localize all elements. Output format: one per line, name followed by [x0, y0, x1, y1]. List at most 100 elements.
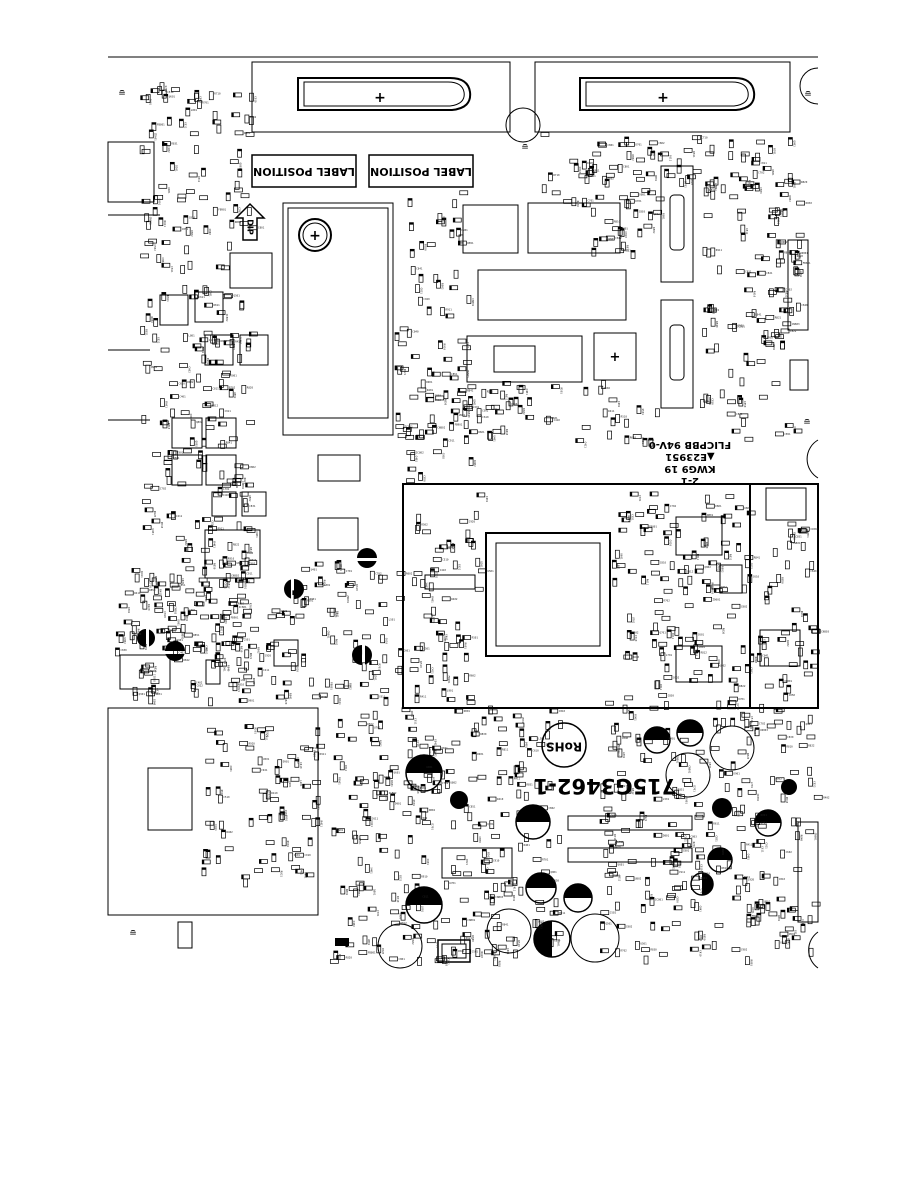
smd-pad-pair — [357, 856, 363, 866]
designator-label: C841 — [416, 266, 423, 270]
designator-label: C910 — [304, 853, 311, 857]
designator-label: R820 — [801, 180, 808, 184]
designator-label: Q501 — [480, 561, 484, 568]
smd-pad-pair — [202, 403, 212, 409]
smd-pad-pair — [673, 645, 683, 650]
chip-b — [527, 202, 621, 254]
smd-pad-pair — [367, 906, 377, 912]
smd-pad-pair — [629, 192, 639, 197]
designator-label: FB901 — [338, 777, 342, 785]
smd-pad-pair — [700, 538, 706, 548]
designator-label: D501 — [412, 800, 416, 807]
smd-pad-pair — [749, 721, 759, 726]
designator-label: U401 — [617, 750, 621, 757]
designator-label: C803 — [639, 210, 646, 214]
smd-pad-pair — [500, 390, 506, 400]
smd-pad-pair — [472, 911, 482, 917]
smd-pad-pair — [719, 587, 728, 593]
smd-pad-pair — [524, 833, 529, 842]
smd-pad-pair — [778, 250, 784, 260]
smd-pad-pair — [418, 273, 424, 283]
designator-label: R841 — [786, 938, 790, 945]
smd-pad-pair — [134, 573, 140, 583]
smd-pad-pair — [224, 293, 233, 299]
smd-pad-pair — [744, 726, 754, 732]
smd-pad-pair — [794, 250, 800, 260]
smd-pad-pair — [218, 379, 224, 388]
smd-pad-pair — [243, 503, 249, 513]
smd-pad-pair — [592, 164, 598, 173]
designator-label: C602 — [345, 684, 352, 688]
smd-pad-pair — [703, 596, 712, 602]
smd-pad-pair — [162, 645, 172, 651]
smd-pad-pair — [223, 340, 233, 346]
smd-pad-pair — [763, 657, 769, 667]
smd-pad-pair — [710, 190, 716, 200]
designator-label: D701 — [635, 142, 642, 146]
smd-pad-pair — [413, 933, 423, 939]
designator-label: C822 — [183, 122, 187, 129]
smd-pad-pair — [515, 764, 520, 774]
smd-pad-pair — [231, 641, 236, 651]
designator-label: C702 — [160, 486, 167, 490]
designator-label: C510 — [511, 402, 518, 406]
designator-label: C811 — [212, 387, 219, 391]
smd-pad-pair — [415, 525, 420, 534]
smd-pad-pair — [732, 522, 742, 528]
smd-pad-pair — [720, 184, 726, 194]
smd-pad-pair — [304, 596, 309, 606]
designator-label: C803 — [759, 187, 763, 194]
smd-pad-pair — [465, 538, 474, 543]
designator-label: IC801 — [239, 336, 243, 344]
designator-label: R402 — [451, 597, 458, 601]
smd-pad-pair — [513, 949, 518, 959]
smd-pad-pair — [768, 911, 778, 917]
designator-label: R601 — [755, 821, 759, 828]
designator-label: C831 — [708, 762, 712, 769]
smd-pad-pair — [491, 404, 500, 410]
smd-pad-pair — [774, 719, 783, 725]
smd-pad-pair — [275, 775, 281, 785]
smd-pad-pair — [474, 722, 479, 732]
smd-pad-pair — [228, 493, 238, 498]
smd-pad-pair — [413, 571, 423, 576]
designator-label: C411 — [513, 885, 517, 892]
designator-label: C411 — [263, 668, 270, 672]
smd-pad-pair — [665, 727, 671, 737]
smd-pad-pair — [658, 641, 668, 647]
svg-text:+: + — [657, 90, 669, 106]
smd-pad-pair — [237, 632, 246, 638]
designator-label: C801 — [258, 226, 265, 230]
designator-label: R812 — [701, 650, 708, 654]
smd-pad-pair — [409, 667, 419, 673]
smd-pad-pair — [441, 955, 447, 964]
designator-label: X401 — [369, 867, 373, 874]
designator-label: R920 — [153, 511, 157, 518]
smd-pad-pair — [528, 736, 538, 742]
designator-label: U801 — [185, 615, 189, 622]
designator-label: R410 — [235, 339, 242, 343]
smd-pad-pair — [651, 570, 660, 576]
smd-pad-pair — [378, 720, 383, 730]
smd-pad-pair — [708, 560, 718, 566]
smd-pad-pair — [385, 777, 391, 786]
smd-pad-pair — [161, 262, 171, 268]
designator-label: C841 — [127, 607, 131, 614]
smd-pad-pair — [153, 366, 163, 372]
designator-label: C830 — [244, 580, 251, 584]
smd-pad-pair — [439, 544, 448, 550]
smd-pad-pair — [759, 871, 765, 880]
smd-pad-pair — [151, 684, 156, 694]
smd-pad-pair — [755, 812, 761, 822]
smd-pad-pair — [583, 386, 589, 396]
smd-pad-pair — [383, 696, 389, 706]
smd-pad-pair — [691, 875, 700, 881]
smd-pad-pair — [740, 232, 746, 242]
smd-pad-pair — [165, 588, 170, 597]
smd-pad-pair — [660, 576, 669, 582]
designator-label: D801 — [464, 709, 471, 713]
designator-label: R911 — [218, 527, 225, 531]
designator-label: R601 — [164, 402, 168, 409]
smd-pad-pair — [789, 906, 799, 911]
smd-pad-pair — [305, 872, 315, 878]
